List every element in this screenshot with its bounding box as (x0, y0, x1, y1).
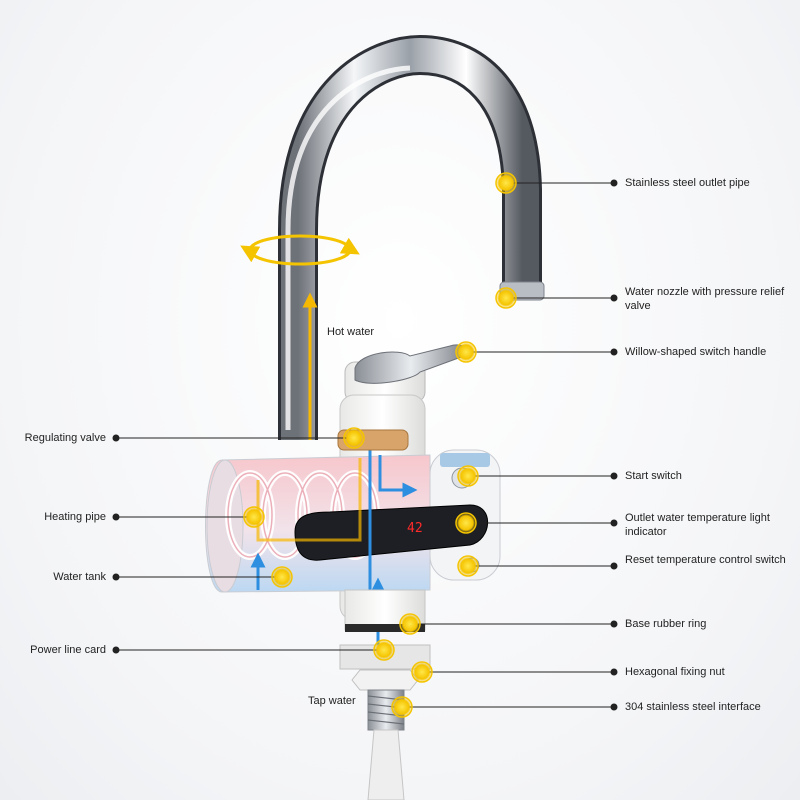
label-heating-pipe: Heating pipe (44, 511, 106, 523)
outlet-pipe-shape (278, 34, 545, 440)
rotation-arrow-icon (240, 234, 360, 266)
label-water-tank: Water tank (53, 571, 106, 583)
label-switch-handle: Willow-shaped switch handle (625, 346, 767, 358)
label-regulating-valve: Regulating valve (24, 432, 106, 444)
label-start-switch: Start switch (625, 470, 682, 482)
switch-handle-shape (344, 344, 468, 403)
label-base-rubber-ring: Base rubber ring (625, 618, 707, 630)
temperature-readout: 42 (407, 521, 423, 536)
leader-lines (112, 179, 618, 711)
label-steel-interface: 304 stainless steel interface (625, 701, 761, 713)
hotspot-markers (243, 172, 517, 718)
label-outlet-temp-indicator: Outlet water temperature light indicator (625, 512, 770, 538)
label-water-nozzle: Water nozzle with pressure relief valve (625, 286, 785, 312)
label-stainless-outlet-pipe: Stainless steel outlet pipe (625, 177, 750, 189)
label-hex-fixing-nut: Hexagonal fixing nut (625, 666, 725, 678)
label-hot-water: Hot water (327, 326, 375, 338)
label-power-line-card: Power line card (30, 644, 106, 656)
label-tap-water: Tap water (308, 695, 356, 707)
label-reset-temp-switch: Reset temperature control switch (625, 554, 786, 566)
